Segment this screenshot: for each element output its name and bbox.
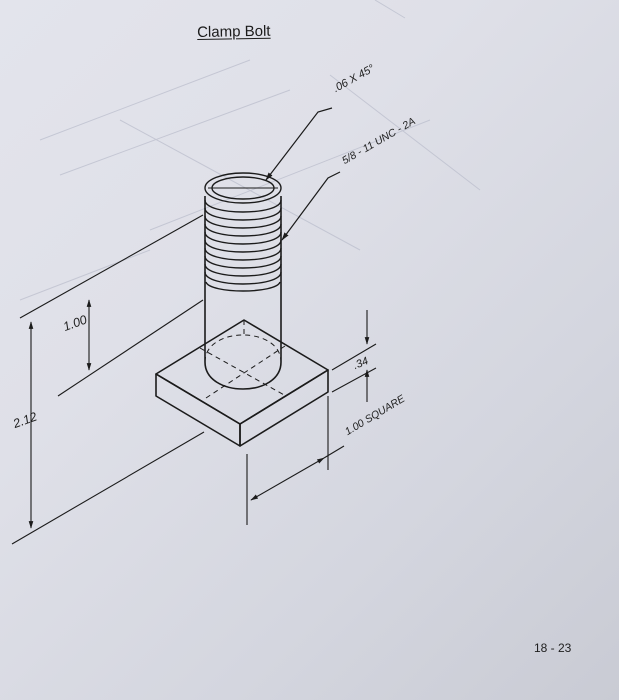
bolt-top-chamfer	[204, 172, 282, 204]
dimension-lines	[28, 299, 370, 529]
dimension-line-square	[250, 457, 325, 501]
callout-leaders	[265, 107, 341, 241]
chamfer-leader	[265, 107, 333, 181]
head-hidden-lines	[199, 320, 287, 399]
extension-lines	[11, 214, 377, 545]
bolt-head	[155, 319, 329, 447]
head-front-right-face	[239, 369, 329, 447]
thread-leader	[281, 171, 341, 241]
bolt-shank	[204, 196, 282, 390]
drawing-title: Clamp Bolt	[197, 22, 271, 41]
bolt-threads	[204, 172, 282, 292]
background-show-through	[19, 0, 481, 301]
page-number: 18 - 23	[534, 641, 572, 655]
